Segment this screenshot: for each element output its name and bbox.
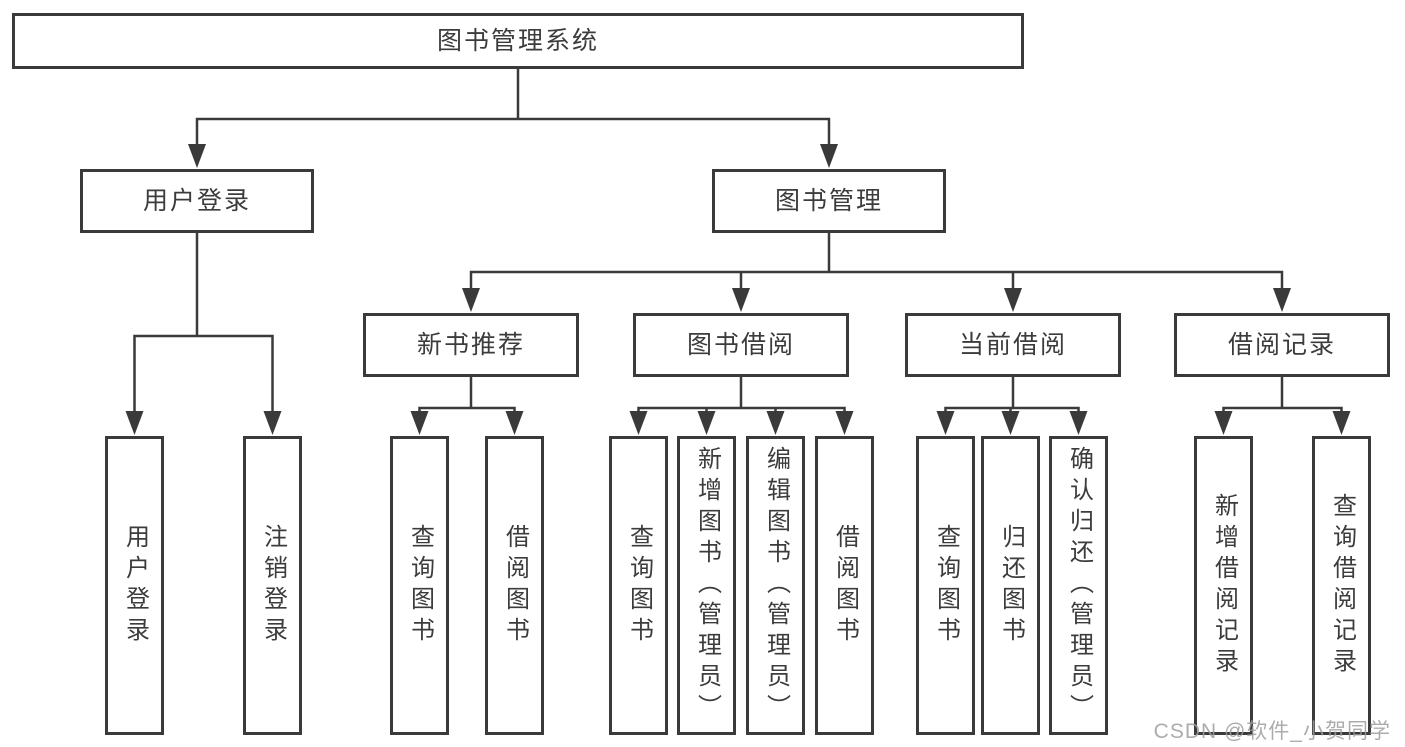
leaf-query-borrow-record: 查询借阅记录 [1312, 436, 1371, 735]
node-label: 查询图书 [625, 523, 653, 648]
node-label: 查询借阅记录 [1328, 492, 1356, 679]
node-borrowing-records: 借阅记录 [1174, 313, 1390, 377]
node-library-management-system: 图书管理系统 [12, 13, 1024, 69]
node-label: 新增借阅记录 [1210, 492, 1238, 679]
leaf-borrow-books-borrowing: 借阅图书 [815, 436, 874, 735]
node-label: 查询图书 [932, 523, 960, 648]
leaf-logout: 注销登录 [243, 436, 302, 735]
leaf-query-books-borrowing: 查询图书 [609, 436, 668, 735]
leaf-user-login: 用户登录 [105, 436, 164, 735]
node-label: 借阅记录 [1227, 330, 1336, 359]
node-label: 新增图书（管理员） [693, 446, 721, 725]
node-label: 当前借阅 [958, 330, 1067, 359]
leaf-return-books: 归还图书 [981, 436, 1040, 735]
node-label: 确认归还（管理员） [1065, 446, 1093, 725]
leaf-query-books-recommend: 查询图书 [390, 436, 449, 735]
node-label: 图书借阅 [686, 330, 795, 359]
csdn-watermark: CSDN @软件_小贺同学 [1153, 720, 1391, 743]
node-book-borrowing: 图书借阅 [633, 313, 849, 377]
node-label: 图书管理系统 [436, 26, 599, 55]
node-label: 编辑图书（管理员） [762, 446, 790, 725]
leaf-confirm-return-admin: 确认归还（管理员） [1049, 436, 1108, 735]
leaf-edit-book-admin: 编辑图书（管理员） [746, 436, 805, 735]
node-book-management: 图书管理 [712, 169, 946, 233]
leaf-query-books-current: 查询图书 [916, 436, 975, 735]
node-new-book-recommendation: 新书推荐 [363, 313, 579, 377]
node-label: 查询图书 [406, 523, 434, 648]
node-label: 新书推荐 [416, 330, 525, 359]
leaf-add-book-admin: 新增图书（管理员） [677, 436, 736, 735]
node-current-borrowing: 当前借阅 [905, 313, 1121, 377]
node-label: 用户登录 [121, 523, 149, 648]
node-label: 归还图书 [997, 523, 1025, 648]
node-label: 借阅图书 [501, 523, 529, 648]
node-label: 图书管理 [774, 186, 883, 215]
node-user-login: 用户登录 [80, 169, 314, 233]
node-label: 用户登录 [142, 186, 251, 215]
leaf-add-borrow-record: 新增借阅记录 [1194, 436, 1253, 735]
node-label: 注销登录 [259, 523, 287, 648]
leaf-borrow-books-recommend: 借阅图书 [485, 436, 544, 735]
node-label: 借阅图书 [831, 523, 859, 648]
